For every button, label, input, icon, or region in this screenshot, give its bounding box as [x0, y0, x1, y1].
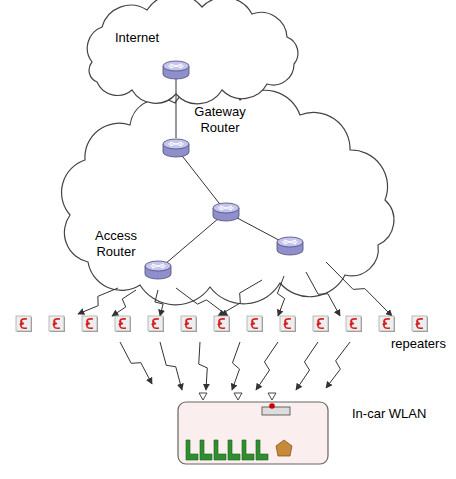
- router-icon: [277, 237, 303, 255]
- repeater-icon: [115, 316, 131, 332]
- repeater-icon: [49, 316, 65, 332]
- router-node: Access Router: [144, 260, 172, 280]
- wireless-link: [306, 272, 340, 316]
- seat: [228, 440, 240, 460]
- wireless-link: [155, 290, 163, 316]
- repeater-icon: [247, 316, 263, 332]
- repeater-icon: [82, 316, 98, 332]
- wireless-link: [232, 342, 240, 390]
- repeater-icon: [412, 316, 428, 332]
- wireless-link: [218, 280, 262, 316]
- router-label: Gateway Router: [190, 104, 250, 136]
- seat: [186, 440, 198, 460]
- internet-cloud: Internet: [72, 2, 302, 94]
- wireless-link: [326, 262, 392, 316]
- train-car: [178, 393, 328, 464]
- repeater-caption: repeaters: [391, 336, 446, 352]
- wireless-link: [120, 342, 152, 384]
- network-link: [176, 94, 177, 138]
- router-label: Access Router: [90, 228, 142, 260]
- router-icon: [144, 260, 172, 280]
- seat: [200, 440, 212, 460]
- repeater-icon: [148, 316, 164, 332]
- cloud-label: Internet: [112, 30, 162, 46]
- router-icon: [163, 61, 189, 79]
- car-caption: In-car WLAN: [352, 406, 426, 422]
- router-icon: [213, 203, 239, 221]
- wireless-link: [160, 342, 182, 390]
- wireless-link: [199, 342, 208, 390]
- repeater-icon: [313, 316, 329, 332]
- cloud-outline: [72, 2, 302, 94]
- repeater-icon: [16, 316, 32, 332]
- wireless-link: [112, 290, 136, 316]
- seat: [214, 440, 226, 460]
- seat: [242, 440, 254, 460]
- network-cloud: [62, 84, 394, 305]
- wireless-link: [78, 288, 118, 314]
- router-icon: [163, 139, 189, 157]
- network-link: [176, 148, 226, 212]
- repeater-icon: [379, 316, 395, 332]
- wireless-link: [326, 342, 350, 388]
- network-link: [158, 212, 226, 270]
- router-icon: [162, 138, 190, 158]
- wireless-link: [296, 342, 318, 390]
- repeater-icon: [214, 316, 230, 332]
- wireless-link: [277, 276, 284, 316]
- wireless-link: [176, 288, 228, 316]
- wireless-link: [256, 342, 278, 390]
- router-node: Gateway Router: [162, 138, 190, 158]
- router-icon: [145, 261, 171, 279]
- repeater-icon: [280, 316, 296, 332]
- repeater-icon: [346, 316, 362, 332]
- repeater-icon: [181, 316, 197, 332]
- seat: [256, 440, 268, 460]
